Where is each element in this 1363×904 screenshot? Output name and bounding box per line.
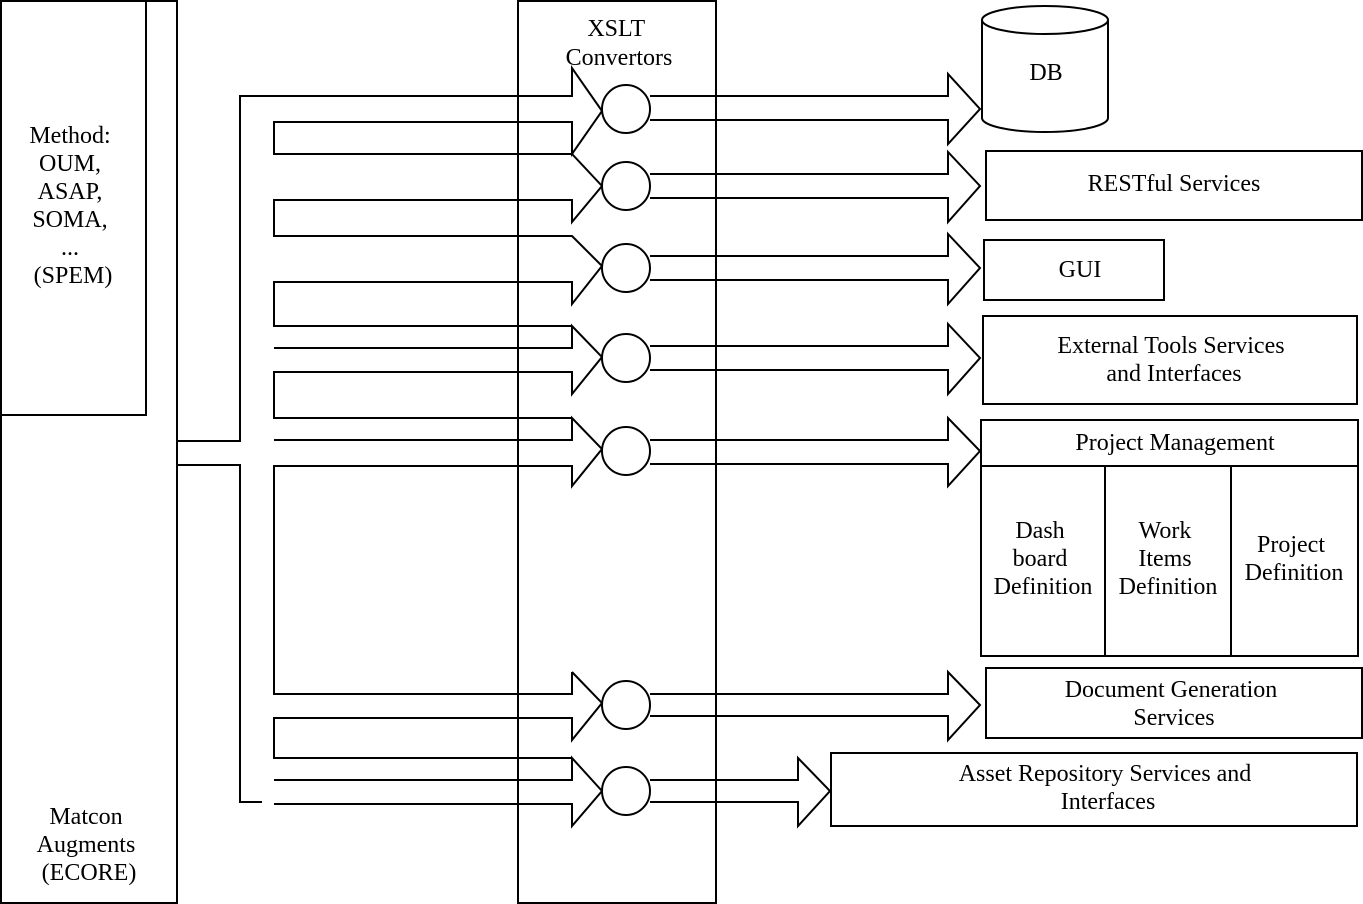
- method-line: ASAP,: [38, 179, 103, 205]
- svg-text:Method: OUM, ASAP,: Method: OUM, ASAP, SOMA, ... (SPEM): [29, 123, 116, 289]
- connector-trunk-upper: [177, 95, 572, 442]
- input-arrow: [273, 235, 604, 327]
- svg-text:XSLT Convertors: XSLT Convertors: [566, 16, 673, 71]
- converter-circle: [601, 243, 651, 293]
- dashboard-definition-line: Definition: [994, 574, 1093, 600]
- document-generation-box: [985, 667, 1363, 739]
- svg-text:Dash board Definition: Dash board Definition: [994, 518, 1093, 600]
- external-tools-box: [982, 315, 1358, 405]
- matcon-line: (ECORE): [42, 860, 137, 886]
- output-arrow: [650, 321, 982, 397]
- svg-text:Matcon Augments (ECORE: Matcon Augments (ECORE): [37, 804, 142, 886]
- method-line: (SPEM): [34, 263, 113, 289]
- connector-trunk-lower: [177, 464, 262, 803]
- converter-circle: [601, 161, 651, 211]
- converter-circle: [601, 84, 651, 134]
- project-definition-line: Project: [1257, 532, 1325, 558]
- svg-text:Document Generation Servic: Document Generation Services: [1065, 677, 1284, 731]
- asset-repository-line: Asset Repository Services and: [959, 761, 1252, 787]
- asset-repository-line: Interfaces: [1061, 789, 1156, 815]
- matcon-line: Matcon: [49, 804, 122, 830]
- input-arrow: [273, 415, 604, 695]
- converter-circle: [601, 333, 651, 383]
- project-definition-line: Definition: [1245, 560, 1344, 586]
- output-arrow: [650, 149, 982, 225]
- method-line: SOMA,: [32, 207, 107, 233]
- output-arrow: [650, 231, 982, 307]
- restful-services-box: [985, 150, 1363, 221]
- xslt-title-line: Convertors: [566, 45, 673, 71]
- document-generation-line: Document Generation: [1065, 677, 1278, 703]
- project-management-title: Project Management: [1075, 430, 1275, 456]
- work-items-definition-line: Work: [1139, 518, 1192, 544]
- converter-circle: [601, 426, 651, 476]
- method-line: Method:: [29, 123, 110, 149]
- method-line: OUM,: [39, 151, 101, 177]
- dashboard-definition-line: board: [1013, 546, 1068, 572]
- gui-box: [983, 239, 1165, 301]
- input-arrow: [273, 323, 604, 419]
- external-tools-line: External Tools Services: [1057, 333, 1284, 359]
- matcon-line: Augments: [37, 832, 136, 858]
- method-line: ...: [61, 235, 79, 261]
- svg-text:Work Items Definition: Work Items Definition: [1119, 518, 1218, 600]
- work-items-definition-line: Definition: [1119, 574, 1218, 600]
- db-cylinder: [981, 5, 1109, 133]
- method-box: [0, 0, 147, 416]
- external-tools-line: and Interfaces: [1106, 361, 1241, 387]
- svg-text:Asset Repository Services and: Asset Repository Services and Interfaces: [959, 761, 1258, 815]
- gui-label: GUI: [1059, 257, 1102, 283]
- input-arrow: [273, 153, 604, 237]
- project-management-box: [980, 419, 1359, 657]
- dashboard-definition-line: Dash: [1015, 518, 1064, 544]
- svg-text:Project Definition: Project Definition: [1245, 532, 1344, 586]
- converter-circle: [601, 680, 651, 730]
- restful-services-label: RESTful Services: [1088, 171, 1261, 197]
- output-arrow: [650, 669, 982, 743]
- asset-repository-box: [830, 752, 1358, 827]
- converter-circle: [601, 766, 651, 816]
- svg-text:External Tools Services an: External Tools Services and Interfaces: [1057, 333, 1290, 387]
- work-items-definition-line: Items: [1138, 546, 1191, 572]
- xslt-title-line: XSLT: [587, 16, 645, 42]
- document-generation-line: Services: [1133, 705, 1214, 731]
- output-arrow: [650, 71, 982, 147]
- db-label: DB: [1029, 60, 1062, 86]
